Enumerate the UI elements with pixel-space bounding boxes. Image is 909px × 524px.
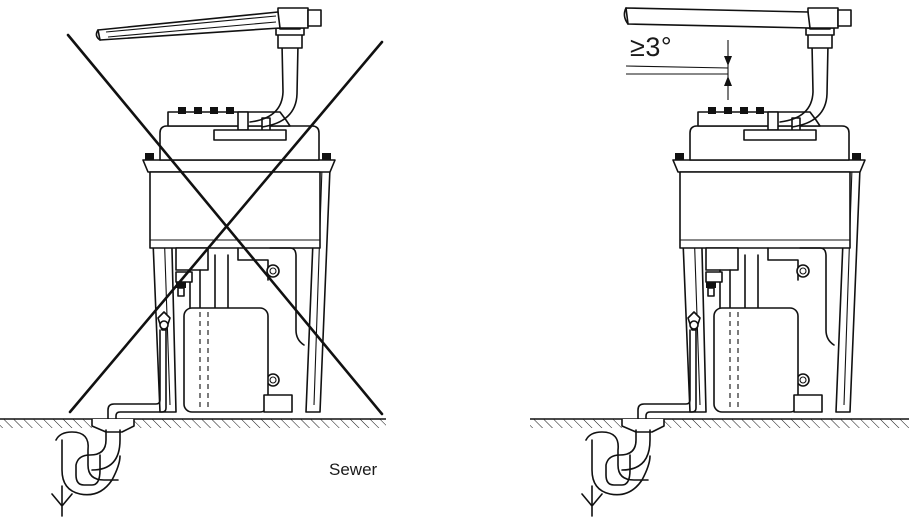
incorrect-installation-drawing: [0, 7, 387, 517]
discharge-pipe-rising: [625, 7, 811, 29]
minimum-slope-label: ≥3°: [630, 32, 673, 62]
sewer-label: Sewer: [329, 460, 378, 479]
correct-installation-drawing: [529, 7, 909, 517]
slope-dimension-marker: [625, 40, 732, 100]
cross-mark-icon: [66, 33, 384, 416]
discharge-pipe-sloping-down: [97, 11, 281, 41]
